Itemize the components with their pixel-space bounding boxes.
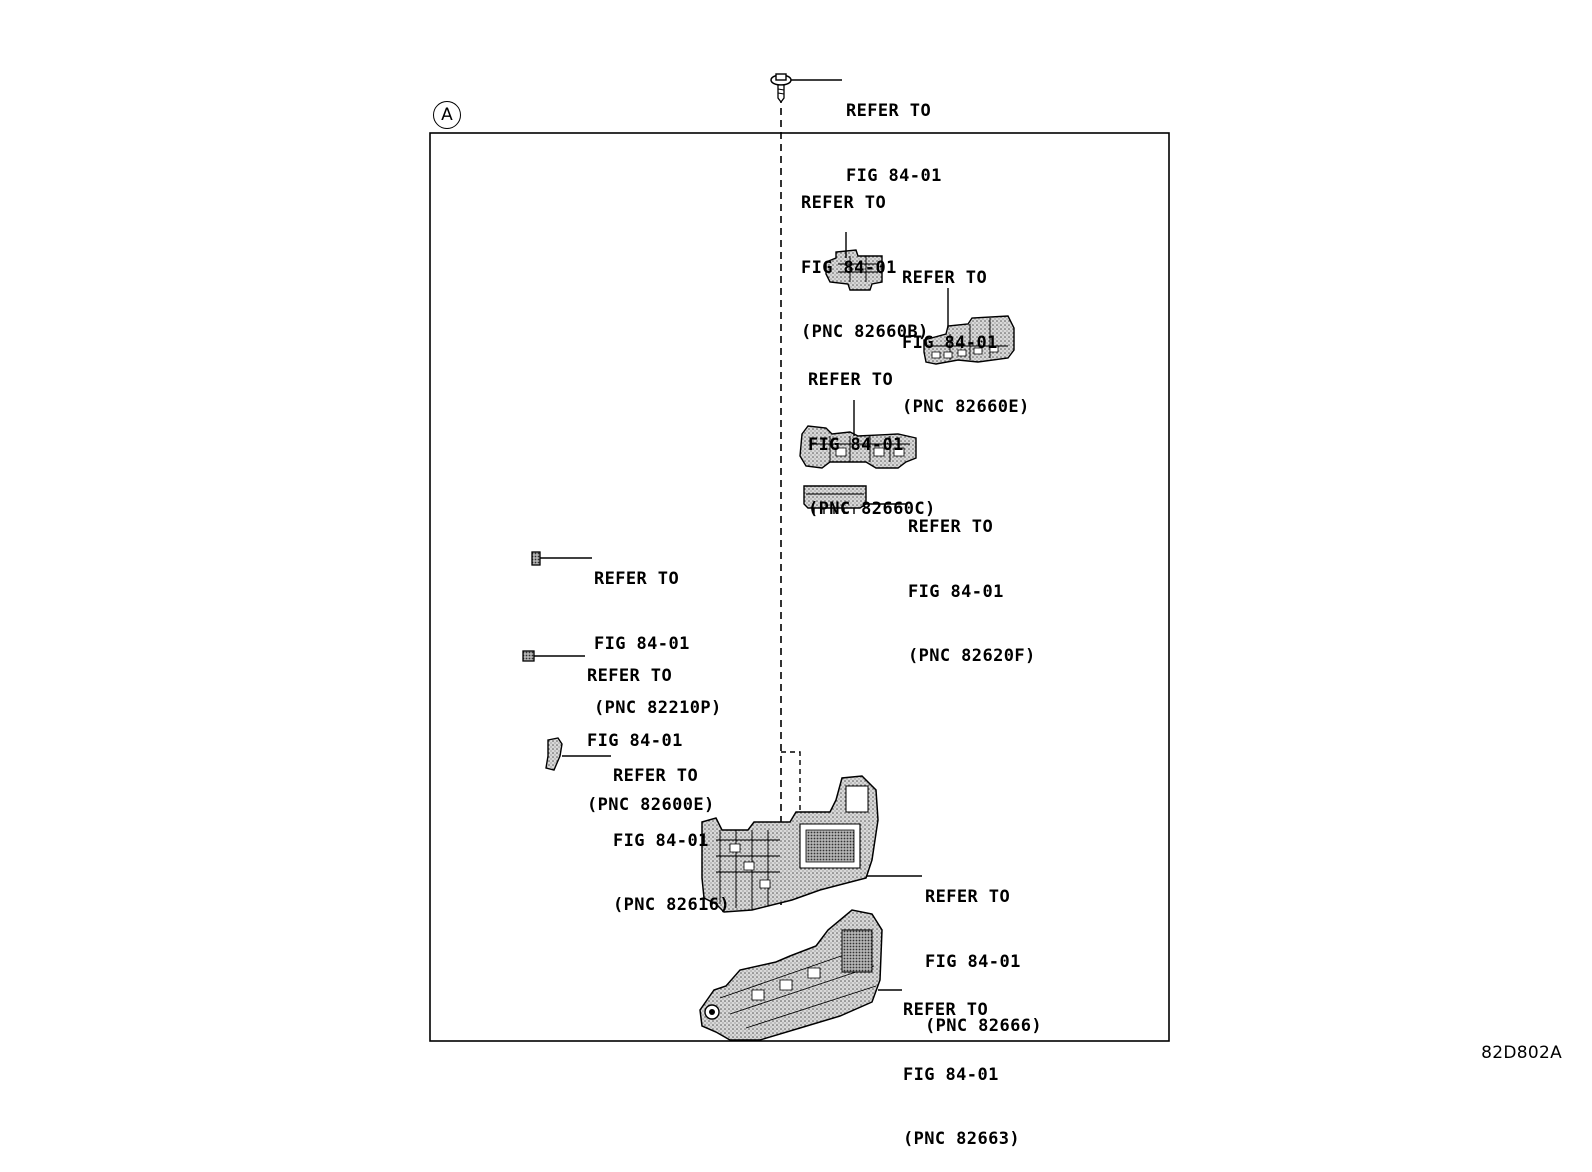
callout-line: (PNC 82666) bbox=[925, 1016, 1042, 1036]
callout-82620f: REFER TO FIG 84-01 (PNC 82620F) bbox=[908, 474, 1036, 689]
callout-line: FIG 84-01 bbox=[808, 434, 904, 455]
callout-line: (PNC 82600E) bbox=[587, 795, 715, 815]
bolt-part bbox=[770, 73, 842, 104]
junction-block-82660c bbox=[799, 400, 917, 469]
view-frame bbox=[429, 132, 1170, 1042]
callout-82663: REFER TO FIG 84-01 (PNC 82663) bbox=[903, 957, 1020, 1172]
callout-line: REFER TO bbox=[925, 887, 1011, 907]
callout-line: REFER TO bbox=[903, 1000, 989, 1020]
callout-line: REFER TO bbox=[808, 370, 894, 390]
callout-line: (PNC 82616) bbox=[613, 895, 730, 915]
callout-line: (PNC 82660E) bbox=[902, 397, 1030, 417]
callout-line: (PNC 82660B) bbox=[801, 322, 929, 342]
callout-line: REFER TO bbox=[594, 569, 680, 589]
callout-line: FIG 84-01 bbox=[902, 332, 998, 353]
callout-line: (PNC 82660C) bbox=[808, 499, 936, 519]
drawing-code: 82D802A bbox=[1481, 1043, 1562, 1063]
callout-line: FIG 84-01 bbox=[925, 951, 1021, 972]
callout-line: REFER TO bbox=[902, 268, 988, 288]
callout-line: REFER TO bbox=[587, 666, 673, 686]
callout-82660e: REFER TO FIG 84-01 (PNC 82660E) bbox=[902, 225, 1030, 440]
callout-line: (PNC 82620F) bbox=[908, 646, 1036, 666]
callout-82600e: REFER TO FIG 84-01 (PNC 82600E) bbox=[587, 623, 715, 838]
callout-line: FIG 84-01 bbox=[801, 257, 897, 278]
callout-line: REFER TO bbox=[801, 193, 887, 213]
callout-line: REFER TO bbox=[613, 766, 699, 786]
callout-82616: REFER TO FIG 84-01 (PNC 82616) bbox=[613, 723, 730, 938]
callout-line: FIG 84-01 bbox=[908, 581, 1004, 602]
callout-line: REFER TO bbox=[908, 517, 994, 537]
relay-block-82660b bbox=[825, 232, 883, 291]
callout-line: FIG 84-01 bbox=[594, 633, 690, 654]
assembly-dashed-offset bbox=[781, 751, 801, 820]
callout-bolt: REFER TO FIG 84-01 bbox=[846, 58, 942, 209]
clip-82616 bbox=[545, 737, 611, 771]
callout-82666: REFER TO FIG 84-01 (PNC 82666) bbox=[925, 844, 1042, 1059]
fuse-82600e bbox=[522, 650, 585, 662]
connector-82620f bbox=[803, 485, 906, 514]
callout-82660c: REFER TO FIG 84-01 (PNC 82660C) bbox=[808, 327, 936, 542]
callout-line: (PNC 82663) bbox=[903, 1129, 1020, 1149]
callout-line: (PNC 82210P) bbox=[594, 698, 722, 718]
callout-line: REFER TO bbox=[846, 101, 932, 121]
parts-diagram bbox=[429, 73, 1170, 1042]
callout-82210p: REFER TO FIG 84-01 (PNC 82210P) bbox=[594, 526, 722, 741]
callout-line: FIG 84-01 bbox=[613, 830, 709, 851]
bracket-82666 bbox=[701, 775, 922, 913]
callout-82660b: REFER TO FIG 84-01 (PNC 82660B) bbox=[801, 150, 929, 365]
fuse-82210p bbox=[531, 551, 592, 566]
callout-line: FIG 84-01 bbox=[846, 165, 942, 186]
housing-82663 bbox=[699, 909, 902, 1041]
view-label-circle: A bbox=[433, 101, 461, 129]
junction-block-82660e bbox=[923, 288, 1015, 365]
callout-line: FIG 84-01 bbox=[587, 730, 683, 751]
callout-line: FIG 84-01 bbox=[903, 1064, 999, 1085]
